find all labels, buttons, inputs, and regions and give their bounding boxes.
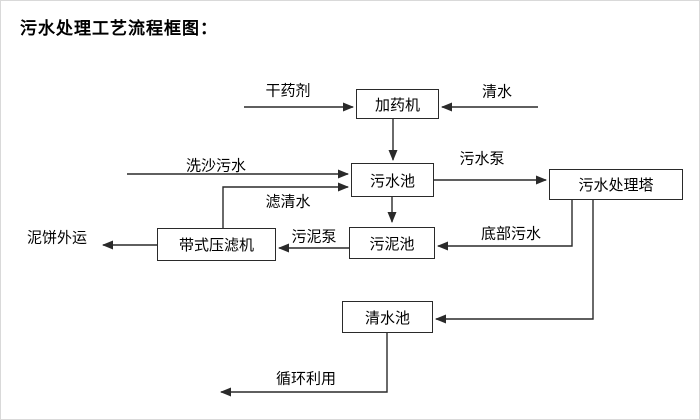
edge-clean-water-pool-to-recycle xyxy=(220,333,388,397)
flow-label-recycle-use: 循环利用 xyxy=(275,370,337,388)
node-sewage-pool-label: 污水池 xyxy=(369,172,415,190)
node-sludge-pool-label: 污泥池 xyxy=(369,235,415,253)
node-sludge-pool: 污泥池 xyxy=(349,227,435,259)
flow-label-filtered-water: 滤清水 xyxy=(265,193,311,211)
diagram-title: 污水处理工艺流程框图： xyxy=(20,19,218,38)
node-sewage-pool: 污水池 xyxy=(351,163,434,197)
node-dosing-machine-label: 加药机 xyxy=(374,96,420,114)
edge-bottom-sewage-to-sludge-pool xyxy=(437,200,573,251)
flow-label-clean-water: 清水 xyxy=(481,83,513,101)
flow-label-sand-washing-sewage: 洗沙污水 xyxy=(185,157,247,175)
flow-label-sewage-pump: 污水泵 xyxy=(459,150,505,168)
flow-label-mud-cake-out: 泥饼外运 xyxy=(26,229,88,247)
flow-label-dry-agent: 干药剂 xyxy=(265,82,311,100)
node-clean-water-pool: 清水池 xyxy=(342,301,433,333)
node-dosing-machine: 加药机 xyxy=(356,89,439,119)
node-clean-water-pool-label: 清水池 xyxy=(364,309,410,327)
edge-filtered-water-to-sewage-pool xyxy=(222,182,349,228)
node-belt-filter-press: 带式压滤机 xyxy=(157,228,276,261)
node-treatment-tower-label: 污水处理塔 xyxy=(578,177,654,194)
node-treatment-tower: 污水处理塔 xyxy=(549,169,683,200)
flow-label-bottom-sewage: 底部污水 xyxy=(480,225,542,243)
node-belt-filter-press-label: 带式压滤机 xyxy=(178,237,254,254)
flow-label-sludge-pump: 污泥泵 xyxy=(291,228,337,246)
edge-treatment-tower-to-clean-water-pool xyxy=(435,200,594,324)
